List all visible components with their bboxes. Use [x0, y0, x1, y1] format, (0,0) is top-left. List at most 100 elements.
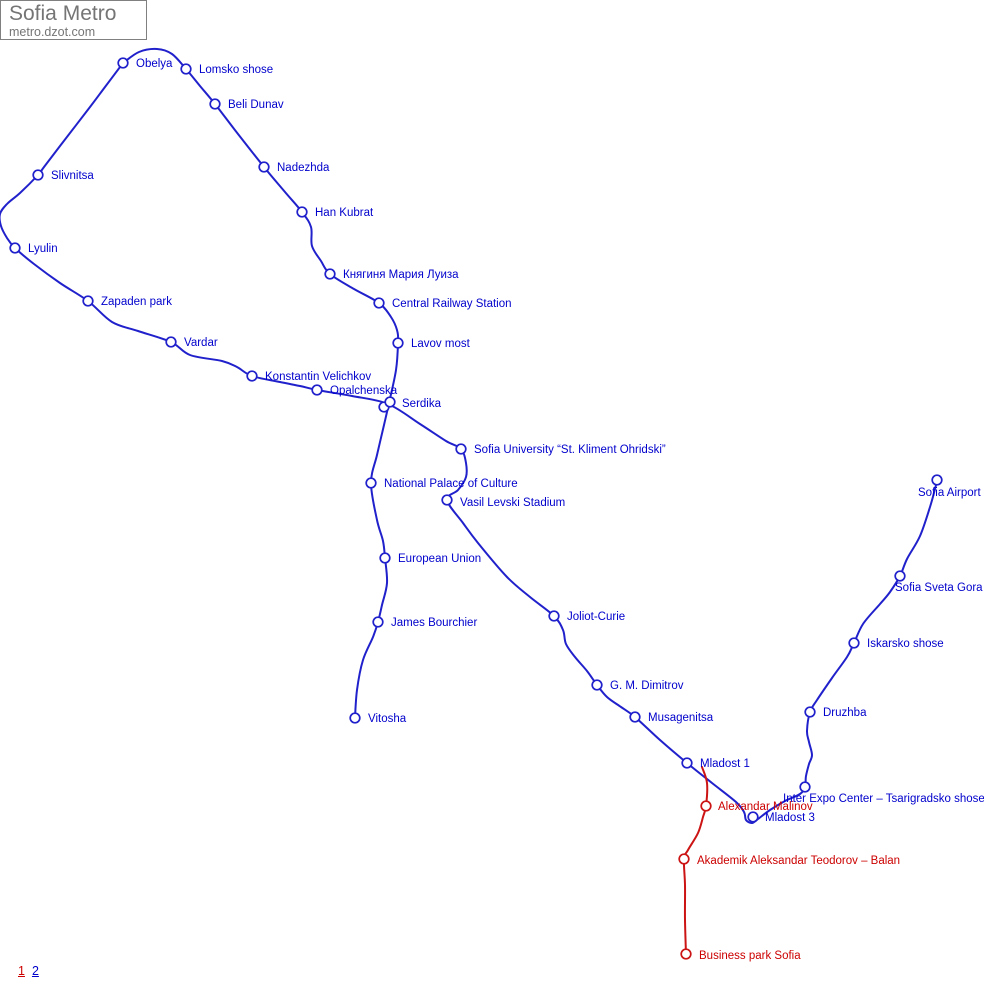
station-dot[interactable]: [180, 63, 192, 75]
station-label: Opalchenska: [330, 385, 398, 397]
station-label: Nadezhda: [277, 162, 330, 174]
station-dot[interactable]: [372, 616, 384, 628]
station-akademik-aleksandar-teodorov-balan[interactable]: Akademik Aleksandar Teodorov – Balan: [678, 853, 900, 867]
station-mladost-3[interactable]: Mladost 3: [747, 811, 815, 824]
station-label: Obelya: [136, 58, 173, 70]
station-dot[interactable]: [681, 757, 693, 769]
station-dot[interactable]: [373, 297, 385, 309]
station-national-palace-of-culture[interactable]: National Palace of Culture: [365, 477, 518, 490]
station-label: G. M. Dimitrov: [610, 680, 684, 692]
station-dot[interactable]: [9, 242, 21, 254]
station-label: Musagenitsa: [648, 712, 714, 724]
station-inter-expo-center[interactable]: Inter Expo Center – Tsarigradsko shose: [783, 781, 984, 805]
station-dot[interactable]: [629, 711, 641, 723]
station-alexandar-malinov[interactable]: Alexandar Malinov: [700, 800, 813, 813]
station-dot[interactable]: [246, 370, 258, 382]
station-label: Lomsko shose: [199, 64, 273, 76]
station-musagenitsa[interactable]: Musagenitsa: [629, 711, 714, 724]
station-label: Slivnitsa: [51, 170, 94, 182]
station-dot[interactable]: [311, 384, 323, 396]
station-dot[interactable]: [548, 610, 560, 622]
station-joliot-curie[interactable]: Joliot-Curie: [548, 610, 625, 623]
map-title: Sofia Metro: [9, 2, 117, 25]
station-dot[interactable]: [324, 268, 336, 280]
map-title-box: Sofia Metro metro.dzot.com: [0, 0, 147, 40]
station-iskarsko-shose[interactable]: Iskarsko shose: [848, 637, 944, 650]
station-label: Central Railway Station: [392, 298, 512, 310]
station-dot[interactable]: [894, 570, 906, 582]
station-james-bourchier[interactable]: James Bourchier: [372, 616, 477, 629]
station-obelya[interactable]: Obelya: [117, 57, 173, 70]
station-dot[interactable]: [591, 679, 603, 691]
station-label: European Union: [398, 553, 481, 565]
station-dot[interactable]: [296, 206, 308, 218]
station-konstantin-velichkov[interactable]: Konstantin Velichkov: [246, 370, 371, 383]
metro-line-red-business-park: [682, 766, 709, 955]
station-g-m-dimitrov[interactable]: G. M. Dimitrov: [591, 679, 684, 692]
station-mladost-1[interactable]: Mladost 1: [681, 757, 750, 770]
station-vitosha[interactable]: Vitosha: [349, 712, 407, 725]
station-label: Druzhba: [823, 707, 867, 719]
station-label: Sofia Sveta Gora: [895, 582, 983, 594]
station-vasil-levski-stadium[interactable]: Vasil Levski Stadium: [441, 494, 565, 509]
station-dot[interactable]: [365, 477, 377, 489]
station-label: Lavov most: [411, 338, 471, 350]
station-dot[interactable]: [258, 161, 270, 173]
station-dot[interactable]: [32, 169, 44, 181]
station-sofia-university[interactable]: Sofia University “St. Kliment Ohridski”: [455, 443, 666, 456]
station-lavov-most[interactable]: Lavov most: [392, 337, 471, 350]
station-dot[interactable]: [165, 336, 177, 348]
station-label: Joliot-Curie: [567, 611, 625, 623]
metro-line-blue-slivnitsa-airport: [0, 62, 938, 825]
station-dot[interactable]: [384, 396, 396, 408]
station-zapaden-park[interactable]: Zapaden park: [82, 295, 172, 308]
station-business-park-sofia[interactable]: Business park Sofia: [680, 948, 801, 962]
station-label: Vitosha: [368, 713, 407, 725]
station-label: Lyulin: [28, 243, 58, 255]
line-1-link[interactable]: 1: [18, 964, 25, 978]
station-label: Zapaden park: [101, 296, 172, 308]
station-sofia-airport[interactable]: Sofia Airport: [918, 474, 981, 499]
station-dot[interactable]: [82, 295, 94, 307]
station-vardar[interactable]: Vardar: [165, 336, 218, 349]
station-dot[interactable]: [209, 98, 221, 110]
station-opalchenska[interactable]: Opalchenska: [311, 384, 398, 397]
station-label: Han Kubrat: [315, 207, 374, 219]
station-dot[interactable]: [379, 552, 391, 564]
station-label: Beli Dunav: [228, 99, 284, 111]
station-slivnitsa[interactable]: Slivnitsa: [32, 169, 94, 182]
station-dot[interactable]: [392, 337, 404, 349]
station-druzhba[interactable]: Druzhba: [804, 706, 867, 719]
station-dot[interactable]: [799, 781, 811, 793]
metro-line-blue-obelya-vitosha: [122, 47, 400, 719]
station-lyulin[interactable]: Lyulin: [9, 242, 58, 255]
station-dot[interactable]: [848, 637, 860, 649]
station-beli-dunav[interactable]: Beli Dunav: [209, 98, 284, 111]
station-dot[interactable]: [117, 57, 129, 69]
station-han-kubrat[interactable]: Han Kubrat: [296, 206, 374, 219]
station-nadezhda[interactable]: Nadezhda: [258, 161, 330, 174]
station-dot[interactable]: [804, 706, 816, 718]
station-serdika[interactable]: Serdika: [378, 396, 442, 413]
station-knyaginya-maria-luiza[interactable]: Княгиня Мария Луиза: [324, 268, 459, 281]
station-dot[interactable]: [931, 474, 943, 486]
station-dot[interactable]: [455, 443, 467, 455]
station-label: National Palace of Culture: [384, 478, 518, 490]
line-2-link[interactable]: 2: [31, 964, 39, 978]
station-dot[interactable]: [678, 853, 690, 865]
station-label: James Bourchier: [391, 617, 477, 629]
station-dot[interactable]: [441, 494, 453, 506]
station-european-union[interactable]: European Union: [379, 552, 481, 565]
station-label: Mladost 3: [765, 812, 815, 824]
station-label: Vardar: [184, 337, 218, 349]
station-dot[interactable]: [747, 811, 759, 823]
station-dot[interactable]: [700, 800, 712, 812]
station-central-railway-station[interactable]: Central Railway Station: [373, 297, 512, 310]
station-sofia-sveta-gora[interactable]: Sofia Sveta Gora: [894, 570, 983, 594]
station-dot[interactable]: [680, 948, 692, 960]
station-lomsko-shose[interactable]: Lomsko shose: [180, 63, 273, 76]
station-dot[interactable]: [349, 712, 361, 724]
